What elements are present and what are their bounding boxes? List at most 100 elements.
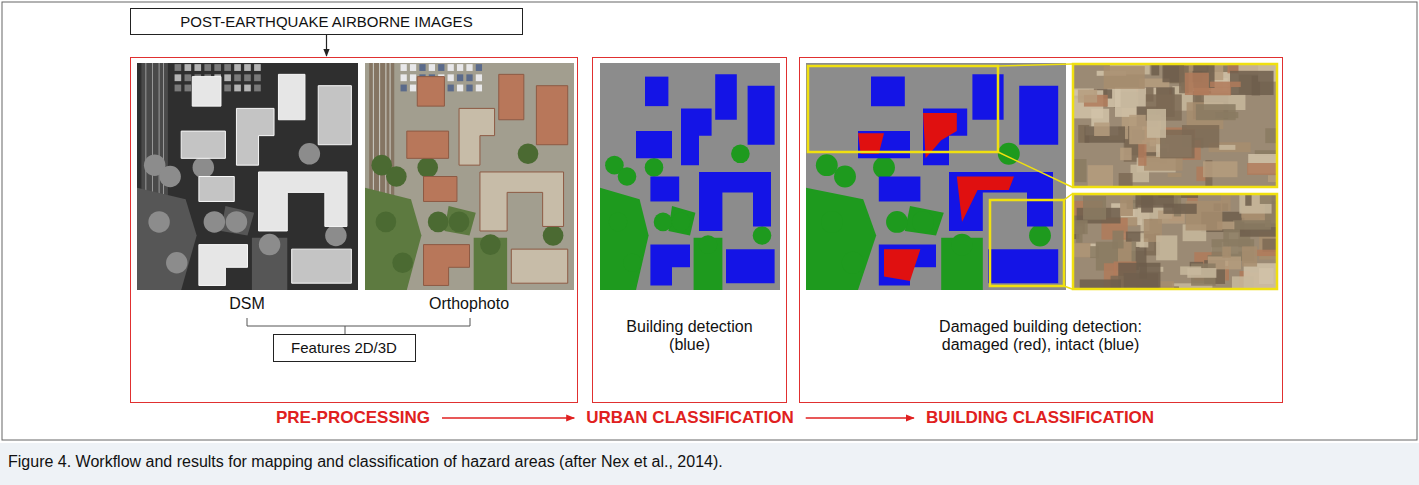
stage-heading: URBAN CLASSIFICATION	[586, 408, 793, 428]
tree	[159, 166, 180, 187]
parked-car	[466, 64, 472, 71]
parked-car	[175, 74, 182, 81]
panel-caption: DSM	[137, 295, 358, 313]
vegetation-area	[137, 188, 197, 290]
panel-caption: Damaged building detection: damaged (red…	[916, 318, 1166, 355]
building	[259, 172, 347, 231]
parked-car	[194, 64, 201, 71]
building	[726, 249, 775, 283]
building	[278, 74, 305, 119]
parked-car	[254, 74, 261, 81]
parked-car	[401, 64, 407, 71]
parked-car	[244, 64, 251, 71]
building	[650, 177, 679, 202]
tree	[834, 166, 856, 188]
building	[407, 131, 449, 158]
tree	[193, 157, 214, 178]
parked-car	[476, 64, 482, 71]
parked-car	[476, 74, 482, 81]
parked-car	[466, 74, 472, 81]
stage-panel: Damaged building detection: damaged (red…	[799, 57, 1283, 403]
damaged-area	[858, 133, 884, 153]
building	[424, 177, 457, 202]
tree	[148, 211, 169, 232]
tree	[480, 234, 501, 255]
flow-arrow	[326, 35, 327, 56]
rubble	[1255, 250, 1278, 256]
rubble	[1141, 193, 1153, 213]
rubble	[1118, 263, 1160, 288]
building	[536, 86, 567, 145]
building	[1019, 86, 1058, 145]
building	[236, 108, 274, 165]
stage-panel: DSMOrthophotoFeatures 2D/3D	[130, 57, 578, 403]
rubble	[1210, 82, 1241, 87]
vegetation-area	[600, 188, 649, 290]
building	[715, 74, 737, 119]
image-ground	[137, 63, 358, 290]
rubble	[1215, 112, 1238, 118]
tree	[609, 213, 628, 232]
building	[858, 131, 910, 158]
parked-car	[204, 64, 211, 71]
rubble	[1163, 204, 1196, 214]
dmg-image	[806, 63, 1066, 290]
rubble	[1156, 235, 1177, 260]
parked-car	[254, 64, 261, 71]
rubble	[1088, 165, 1113, 188]
rubble	[1072, 243, 1090, 258]
image-ground	[806, 63, 1066, 290]
rubble	[1126, 232, 1141, 242]
building	[650, 245, 690, 286]
stage-heading: PRE-PROCESSING	[276, 408, 430, 428]
parked-car	[175, 85, 182, 92]
rubble	[1078, 90, 1097, 103]
tree	[873, 156, 895, 178]
tree	[417, 157, 438, 178]
caption-band	[0, 443, 1419, 485]
rubble	[1150, 140, 1156, 147]
stage-arrow	[442, 417, 574, 419]
building	[923, 108, 967, 165]
figure-caption: Figure 4. Workflow and results for mappi…	[8, 453, 723, 471]
vegetation-area	[365, 188, 421, 290]
vegetation-area	[806, 188, 876, 290]
tree	[166, 252, 187, 273]
rubble	[1180, 266, 1201, 274]
parked-car	[214, 64, 221, 71]
building	[499, 74, 524, 119]
rubble	[1219, 145, 1235, 150]
inset-marker	[808, 66, 998, 152]
tree	[259, 234, 280, 255]
parked-car	[457, 85, 463, 92]
tree	[386, 166, 407, 187]
tree	[731, 145, 750, 164]
rubble	[1147, 109, 1166, 138]
inset-leader	[998, 64, 1072, 66]
building	[199, 177, 234, 202]
vegetation-area	[444, 206, 475, 236]
tree	[842, 252, 864, 274]
vegetation-area	[221, 206, 254, 236]
damaged-area	[884, 249, 920, 281]
tree	[299, 143, 320, 164]
building	[292, 249, 352, 283]
tree	[699, 235, 718, 254]
rubble	[1259, 268, 1273, 284]
panel-caption: Orthophoto	[365, 295, 574, 313]
inset-leader	[1064, 194, 1072, 200]
rubble	[1112, 231, 1123, 249]
box-label: POST-EARTHQUAKE AIRBORNE IMAGES	[180, 13, 472, 30]
parked-car	[254, 85, 261, 92]
feature-bracket	[247, 318, 470, 334]
tree	[204, 211, 225, 232]
tree	[645, 158, 664, 177]
parked-car	[410, 85, 416, 92]
building	[681, 108, 712, 165]
rubble	[1104, 66, 1145, 89]
building	[871, 77, 905, 107]
parked-car	[448, 85, 454, 92]
image-ground	[600, 63, 780, 290]
tree	[951, 234, 973, 256]
parked-car	[244, 74, 251, 81]
